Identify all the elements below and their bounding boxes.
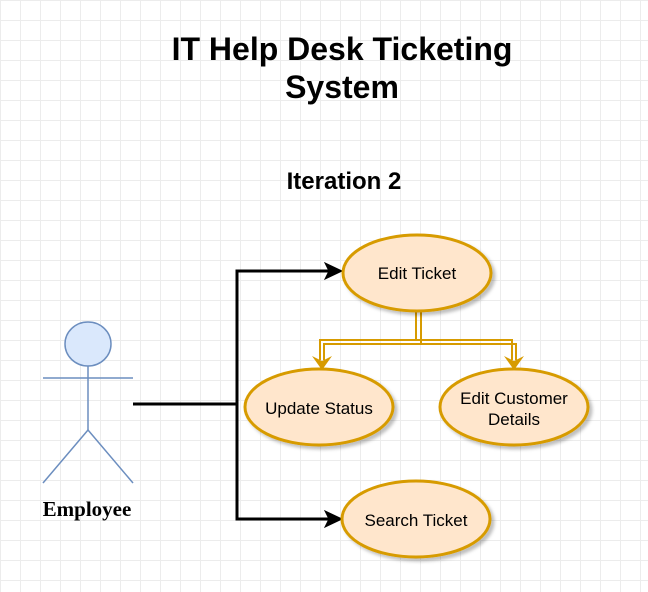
title-line-2: System (285, 69, 399, 105)
use-case-update-status[interactable]: Update Status (243, 367, 395, 447)
search-ticket-label: Search Ticket (365, 511, 468, 530)
edit-customer-label-line-1: Edit Customer (460, 389, 568, 408)
diagram-title: IT Help Desk Ticketing System (0, 30, 648, 106)
edit-ticket-association (235, 269, 330, 404)
association-lines (133, 269, 330, 521)
edit-customer-include-arrowhead (504, 356, 524, 370)
update-status-label: Update Status (265, 399, 373, 418)
actor-left-leg (42, 429, 89, 484)
use-case-edit-ticket[interactable]: Edit Ticket (341, 233, 493, 313)
actor-head (64, 321, 112, 367)
employee-actor[interactable] (42, 321, 134, 484)
title-line-1: IT Help Desk Ticketing (171, 31, 513, 67)
actor-label: Employee (42, 497, 132, 521)
edit-ticket-label: Edit Ticket (378, 264, 457, 283)
search-ticket-association (235, 404, 330, 521)
diagram-subtitle: Iteration 2 (286, 168, 402, 195)
include-links (319, 312, 517, 360)
edit-customer-label-line-2: Details (488, 410, 540, 429)
use-case-search-ticket[interactable]: Search Ticket (340, 479, 492, 559)
update-status-include-arrowhead (312, 356, 332, 370)
use-case-edit-customer-details[interactable]: Edit Customer Details (438, 367, 590, 447)
edit-ticket-arrowhead (323, 261, 344, 281)
actor-right-leg (87, 429, 134, 484)
search-ticket-arrowhead (323, 509, 344, 529)
